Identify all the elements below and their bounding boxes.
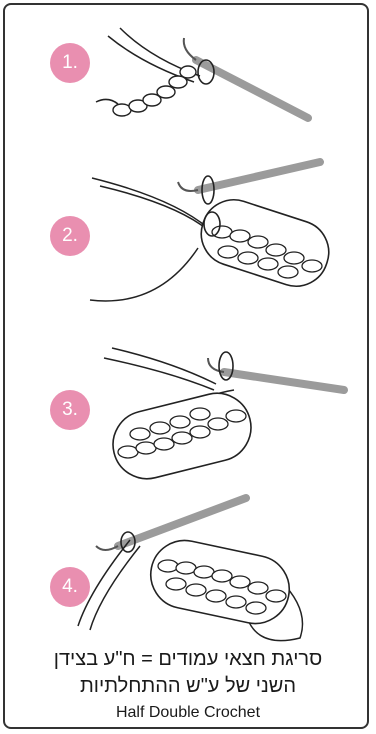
hook-3	[224, 372, 344, 390]
step-number-3: 3.	[62, 399, 78, 421]
step-number-1: 1.	[62, 52, 78, 74]
step-badge-4: 4.	[50, 567, 90, 607]
hook-1	[196, 60, 308, 118]
step-1-illustration	[96, 28, 308, 118]
step-2-illustration	[90, 162, 337, 301]
step-number-4: 4.	[62, 576, 78, 598]
caption-hebrew-line-2: השני של ע"ש ההתחלתיות	[0, 675, 376, 698]
hook-4	[118, 498, 246, 546]
step-badge-2: 2.	[50, 216, 90, 256]
hook-2	[198, 162, 320, 190]
caption-english: Half Double Crochet	[0, 704, 376, 722]
step-3-illustration	[104, 348, 344, 486]
step-badge-3: 3.	[50, 390, 90, 430]
step-4-illustration	[78, 498, 303, 641]
step-badge-1: 1.	[50, 43, 90, 83]
chain-1	[113, 66, 196, 116]
caption-hebrew-line-1: סריגת חצאי עמודים = ח"ע בצידן	[0, 648, 376, 671]
step-number-2: 2.	[62, 225, 78, 247]
